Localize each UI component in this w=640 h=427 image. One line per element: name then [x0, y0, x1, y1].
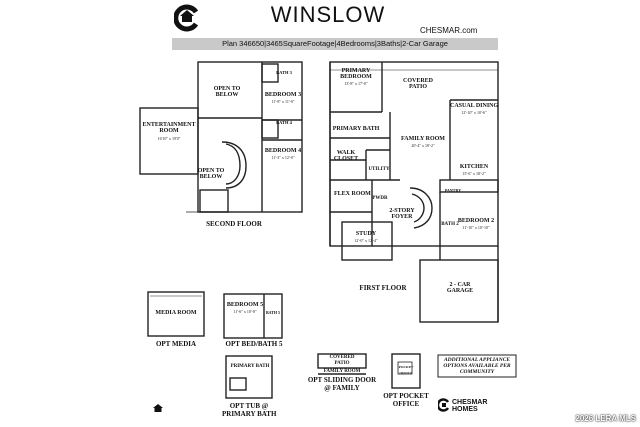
dim-casual-dining: 12'-10" x 10'-6" — [461, 110, 487, 115]
caption-opt-tub-line2: PRIMARY BATH — [222, 410, 277, 418]
first-floor-walls — [329, 61, 499, 323]
label-primary-bath: PRIMARY BATH — [332, 126, 380, 132]
dim-bedroom-2: 11'-10" x 10'-10" — [462, 225, 490, 230]
appliance-note-line2: OPTIONS AVAILABLE PER — [443, 363, 511, 369]
label-open-to-below-2: OPEN TO BELOW — [197, 168, 225, 180]
chesmar-homes-logo-icon — [436, 398, 450, 412]
dim-bedroom-3: 11'-8" x 11'-0" — [271, 99, 295, 104]
caption-opt-tub-line1: OPT TUB @ — [229, 402, 269, 410]
dim-study: 12'-0" x 12'-4" — [354, 238, 378, 243]
appliance-note-box — [437, 354, 517, 378]
label-opt-family-room: FAMILY ROOM — [323, 369, 361, 374]
label-pantry: PANTRY — [444, 188, 462, 193]
label-bedroom-5: BEDROOM 5 — [226, 302, 264, 308]
label-media-room: MEDIA ROOM — [155, 310, 197, 316]
label-bedroom-2: BEDROOM 2 — [457, 218, 495, 224]
label-kitchen: KITCHEN — [459, 164, 489, 170]
website-label: CHESMAR.com — [420, 26, 478, 35]
appliance-note-line3: COMMUNITY — [459, 369, 495, 375]
label-primary-bedroom: PRIMARY BEDROOM — [340, 68, 372, 80]
label-pocket-office: POCKET OFFICE — [398, 365, 414, 375]
label-bath-3: BATH 3 — [276, 70, 292, 75]
label-utility: UTILITY — [368, 167, 390, 172]
label-bath-5: BATH 5 — [265, 310, 281, 315]
chesmar-homes-brand-line2: HOMES — [452, 406, 478, 413]
label-opt-primary-bath: PRIMARY BATH — [230, 364, 270, 369]
plan-specs-bar: Plan 346650|3465SquareFootage|4Bedrooms|… — [172, 38, 498, 50]
label-bath-2: BATH 2 — [441, 222, 459, 227]
option-drawings — [147, 291, 421, 399]
chesmar-logo — [173, 4, 200, 32]
label-casual-dining: CASUAL DINING — [450, 103, 499, 109]
caption-second-floor: SECOND FLOOR — [206, 220, 262, 228]
label-2-story-foyer: 2-STORY FOYER — [389, 208, 415, 220]
label-2-car-garage: 2 - CAR GARAGE — [446, 282, 474, 294]
second-floor-walls — [139, 61, 303, 213]
caption-opt-bed-bath-5: OPT BED/BATH 5 — [225, 340, 283, 348]
caption-first-floor: FIRST FLOOR — [359, 284, 407, 292]
appliance-note-line1: ADDITIONAL APPLIANCE — [443, 357, 511, 363]
dim-kitchen: 15'-6" x 18'-2" — [462, 171, 486, 176]
label-pwdr: PWDR — [372, 196, 388, 201]
label-entertainment-room: ENTERTAINMENT ROOM — [142, 122, 196, 134]
mls-watermark: 2026 LERA MLS — [575, 414, 636, 423]
caption-opt-sliding-line2: @ FAMILY — [324, 384, 360, 392]
label-bath-4: BATH 4 — [276, 120, 292, 125]
label-walk-closet: WALK CLOSET — [333, 150, 359, 162]
caption-opt-sliding-line1: OPT SLIDING DOOR — [307, 376, 377, 384]
caption-opt-pocket-line1: OPT POCKET — [383, 392, 429, 400]
caption-opt-pocket-line2: OFFICE — [392, 400, 420, 408]
label-family-room: FAMILY ROOM — [401, 136, 445, 142]
caption-opt-media: OPT MEDIA — [155, 340, 197, 348]
equal-housing-icon — [153, 404, 163, 412]
label-bedroom-3: BEDROOM 3 — [264, 92, 302, 98]
dim-bedroom-5: 11'-6" x 10'-8" — [233, 309, 257, 314]
dim-primary-bedroom: 13'-8" x 17'-0" — [344, 81, 368, 86]
dim-family-room: 20'-4" x 18'-2" — [411, 143, 435, 148]
label-opt-covered-patio: COVERED PATIO — [329, 355, 355, 366]
dim-entertainment-room: 16'10" x 19'0" — [157, 136, 181, 141]
label-study: STUDY — [355, 231, 377, 237]
label-open-to-below-1: OPEN TO BELOW — [213, 86, 241, 98]
label-flex-room: FLEX ROOM — [334, 191, 371, 197]
chesmar-logo-icon — [173, 4, 199, 32]
plan-title: WINSLOW — [270, 2, 386, 27]
chesmar-homes-brand-line1: CHESMAR — [452, 399, 488, 406]
dim-bedroom-4: 11'-3" x 12'-0" — [271, 155, 295, 160]
label-bedroom-4: BEDROOM 4 — [264, 148, 302, 154]
label-covered-patio: COVERED PATIO — [402, 78, 433, 90]
